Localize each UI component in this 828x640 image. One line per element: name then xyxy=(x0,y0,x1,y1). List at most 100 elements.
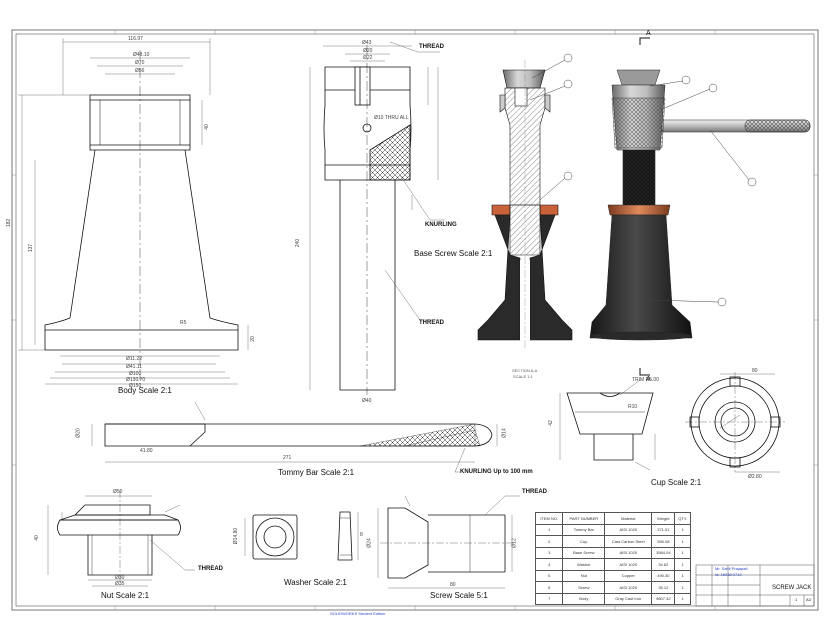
bom-cell: 1 xyxy=(674,558,691,571)
dim-screw-len: 240 xyxy=(295,238,302,248)
callout-base-thread-lower: THREAD xyxy=(419,320,444,326)
bom-cell: 1 xyxy=(674,535,691,548)
dim-body-b5: Ø150 xyxy=(129,383,142,389)
dim-cup-phi: Ø2.80 xyxy=(748,474,762,480)
dim-body-b3: Ø100 xyxy=(129,371,142,377)
base-screw-view-title: Base Screw Scale 2:1 xyxy=(414,249,493,258)
bom-cell: AISI 1020 xyxy=(604,546,653,559)
balloons xyxy=(529,53,757,307)
bom-cell: AISI 1020 xyxy=(604,581,653,594)
nut-dimensions xyxy=(47,495,195,587)
dim-nut-b1: Ø30 xyxy=(115,575,125,581)
dim-cup-h: 42 xyxy=(547,420,554,426)
bom-cell: 1 xyxy=(674,569,691,582)
cup-top-view xyxy=(685,372,785,472)
dim-body-h: 182 xyxy=(6,218,13,228)
washer-view-title: Washer Scale 2:1 xyxy=(284,578,347,587)
section-scale: SCALE 1:1 xyxy=(513,374,533,379)
bom-cell: 555.08 xyxy=(651,535,676,548)
outer-border xyxy=(11,29,819,611)
dim-tommy-phi: Ø14 xyxy=(501,428,508,438)
dim-body-b1: Ø11.22 xyxy=(126,356,143,362)
bom-header: QTY. xyxy=(674,512,691,525)
dim-screw-phi3: Ø22 xyxy=(363,55,373,61)
bom-cell: 490.30 xyxy=(651,569,676,582)
bom-cell: Base Screw xyxy=(562,546,606,559)
tommy-bar-view xyxy=(104,423,493,447)
callout-tommy-knurling: KNURLING Up to 100 mm xyxy=(460,469,533,475)
dim-body-side: 40 xyxy=(203,124,210,130)
zone-ticks xyxy=(12,30,818,610)
bom-header: Weight xyxy=(651,512,676,525)
bom-cell: Cast Carbon Steel xyxy=(604,535,653,548)
bom-header: ITEM NO. xyxy=(534,512,564,525)
dim-body-phi1: Ø48.10 xyxy=(133,52,150,58)
dim-cup-trim: TRIM R5.00 xyxy=(632,377,659,383)
dim-screw-phi2: Ø20 xyxy=(363,48,373,54)
bom-cell: 1 xyxy=(674,581,691,594)
dim-washer-phi: Ø14.80 xyxy=(233,527,240,545)
cup-view-title: Cup Scale 2:1 xyxy=(651,478,702,487)
dim-tommy-len: 271 xyxy=(283,455,292,461)
cup-dimensions xyxy=(559,379,656,471)
title-block-author-id: Id: 16038 0712 xyxy=(715,572,742,577)
tommy-bar-view-title: Tommy Bar Scale 2:1 xyxy=(278,468,355,477)
base-screw-view xyxy=(323,45,412,395)
bom-header: PART NUMBER xyxy=(562,512,606,525)
bom-cell: 5 xyxy=(534,569,564,582)
nut-view xyxy=(57,490,181,585)
dim-scr-phi: Ø24 xyxy=(366,538,373,548)
bom-cell: Copper xyxy=(604,569,653,582)
title-block-title: SCREW JACK xyxy=(772,585,812,591)
dim-tommy-end: Ø20 xyxy=(75,428,82,438)
section-marker-bottom: A xyxy=(646,376,651,383)
body-view xyxy=(44,50,239,380)
bill-of-materials: ITEM NO. PART NUMBER Material Weight QTY… xyxy=(534,512,691,605)
bom-cell: Nut xyxy=(562,569,606,582)
bom-header-row: ITEM NO. PART NUMBER Material Weight QTY… xyxy=(534,512,691,525)
bom-cell: 35.12 xyxy=(651,581,676,594)
dim-screw-hole: Ø10 THRU ALL xyxy=(374,115,409,121)
nut-view-title: Nut Scale 2:1 xyxy=(101,591,150,600)
bom-cell: Screw xyxy=(562,581,606,594)
dim-washer-t: 8 xyxy=(360,532,363,538)
bom-cell: 34.62 xyxy=(651,558,676,571)
callout-nut-thread: THREAD xyxy=(198,566,223,572)
bom-cell: 1 xyxy=(674,592,691,605)
cup-view xyxy=(566,392,654,461)
dim-body-top: 116.97 xyxy=(128,36,143,42)
dim-cup-r: R10 xyxy=(628,404,638,410)
bom-cell: 4 xyxy=(534,558,564,571)
section-title: SECTION A-A xyxy=(512,368,538,373)
screw-view xyxy=(380,507,515,579)
bom-cell: 3584.04 xyxy=(651,546,676,559)
callout-base-thread: THREAD xyxy=(419,44,444,50)
bom-cell: Washer xyxy=(562,558,606,571)
dim-body-phi3: Ø56 xyxy=(135,68,145,74)
dim-screw-phi-top: Ø43 xyxy=(362,40,372,46)
bom-cell: 7 xyxy=(534,592,564,605)
title-block-sheet: 1 xyxy=(795,597,798,602)
bom-header: Material xyxy=(604,512,653,525)
dim-tommy-chamfer: 41.80 xyxy=(140,448,153,454)
bom-cell: 3 xyxy=(534,546,564,559)
bom-cell: 2 xyxy=(534,535,564,548)
bom-cell: Cup xyxy=(562,535,606,548)
callout-base-knurling: KNURLING xyxy=(425,222,457,228)
assembly-view xyxy=(589,69,811,341)
dim-nut-b2: Ø35 xyxy=(115,581,125,587)
screw-view-title: Screw Scale 5:1 xyxy=(430,591,488,600)
dim-body-r: R5 xyxy=(180,320,187,326)
title-block-author: Mr. Sahil Prajapati xyxy=(715,566,748,571)
washer-view xyxy=(252,511,353,561)
title-block xyxy=(695,564,815,607)
dim-nut-h: 40 xyxy=(33,535,40,541)
section-marker-top: A xyxy=(646,30,651,37)
bom-cell: 1 xyxy=(674,546,691,559)
